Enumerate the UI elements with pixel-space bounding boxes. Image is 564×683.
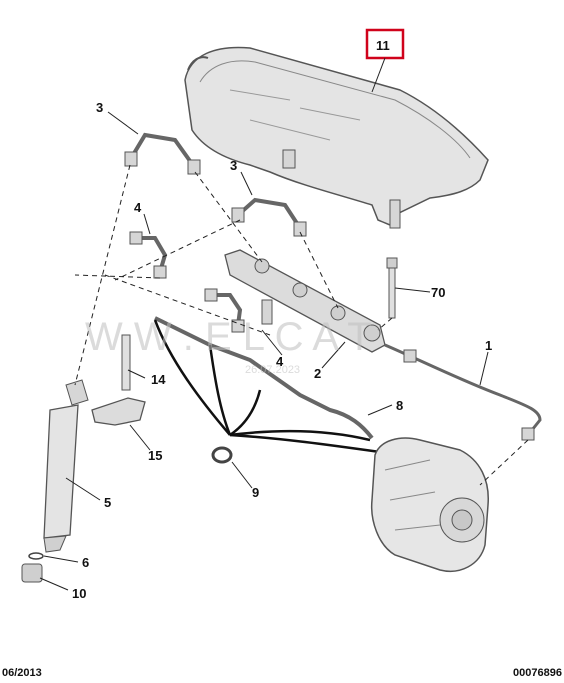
pipe-3-left [124, 132, 201, 175]
fuel-pump [370, 437, 489, 572]
callout-1: 1 [485, 338, 492, 353]
assembly-lines [74, 164, 529, 486]
seal-10 [21, 563, 43, 583]
leader-lines [39, 111, 489, 591]
cable-bundle [153, 319, 381, 454]
callout-9: 9 [252, 485, 259, 500]
stud-14 [121, 334, 131, 391]
washer-6 [28, 552, 44, 560]
pipe-4-upper [129, 231, 168, 279]
callout-3-left: 3 [96, 100, 103, 115]
injector-5 [43, 379, 89, 553]
engine-cover [184, 46, 489, 229]
callout-6: 6 [82, 555, 89, 570]
callout-4-upper: 4 [134, 200, 142, 215]
callout-8: 8 [396, 398, 403, 413]
watermark-brand: W W . E L C A T [85, 315, 372, 359]
callout-3-right: 3 [230, 158, 237, 173]
callout-10: 10 [72, 586, 86, 601]
watermark-date: 26.07.2023 [245, 364, 300, 376]
callout-4-lower: 4 [276, 354, 284, 369]
pipe-4-lower [204, 288, 273, 333]
clamp-15 [91, 397, 146, 426]
callout-5: 5 [104, 495, 111, 510]
callout-70: 70 [431, 285, 445, 300]
callout-11: 11 [376, 38, 390, 53]
callout-15: 15 [148, 448, 162, 463]
o-ring [211, 446, 233, 464]
footer-date: 06/2013 [2, 667, 42, 679]
footer-reference: 00076896 [513, 667, 562, 679]
pipe-3-right [231, 197, 307, 237]
pipe-8 [154, 316, 374, 440]
callout-2: 2 [314, 366, 321, 381]
callout-14: 14 [151, 372, 166, 387]
fuel-rail [224, 249, 386, 353]
